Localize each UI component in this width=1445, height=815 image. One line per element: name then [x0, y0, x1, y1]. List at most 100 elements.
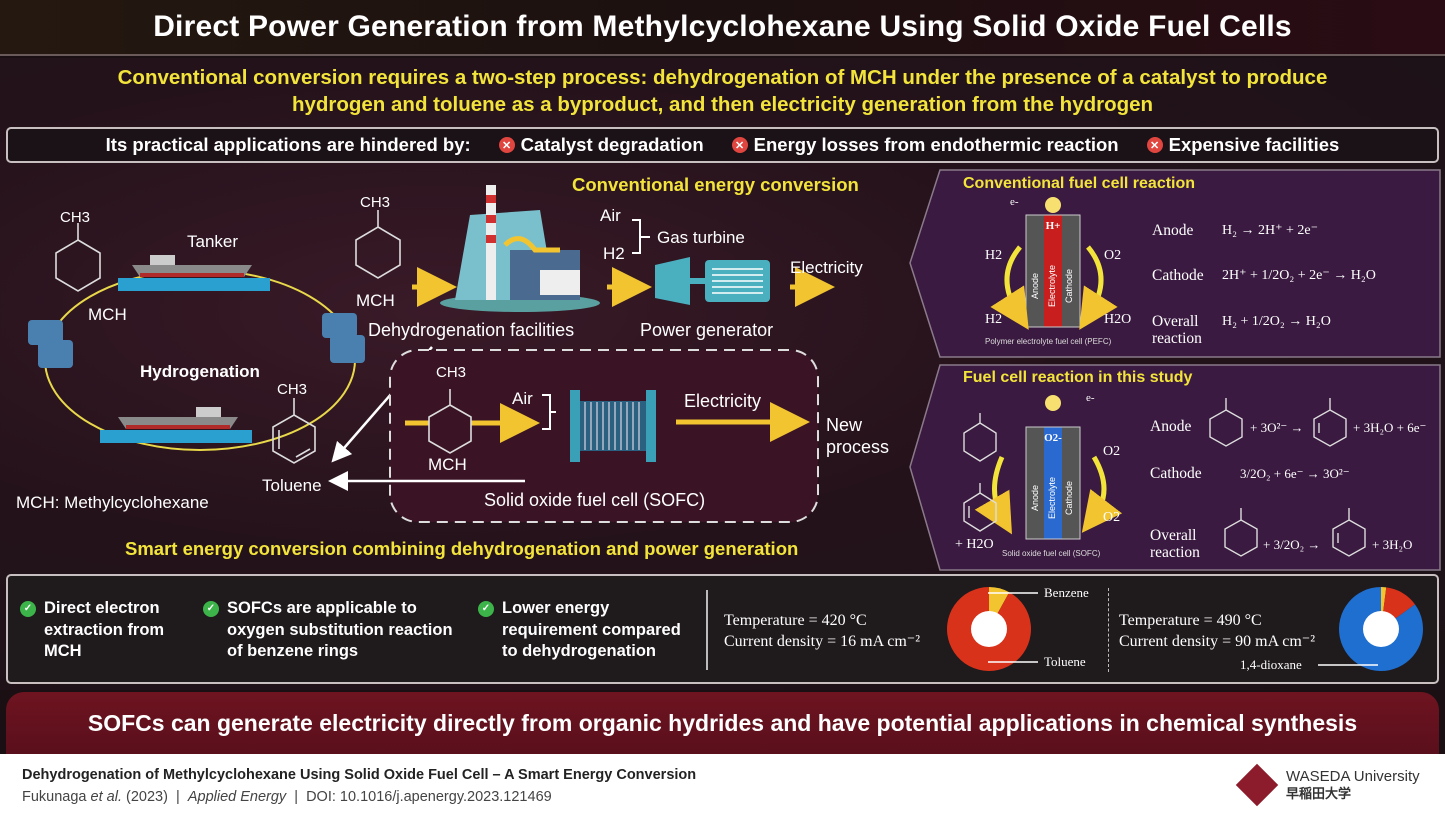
- paper-title: Dehydrogenation of Methylcyclohexane Usi…: [22, 767, 697, 783]
- smart-conversion-heading: Smart energy conversion combining dehydr…: [125, 538, 799, 559]
- current-density: Current density = 16 mA cm⁻²: [724, 633, 921, 650]
- o2-in-label: O2: [1103, 444, 1121, 459]
- intro-line-1: Conventional conversion requires a two-s…: [117, 66, 1328, 89]
- doi-link[interactable]: DOI: 10.1016/j.apenergy.2023.121469: [306, 789, 552, 805]
- hindrance-item: ✕Energy losses from endothermic reaction: [731, 134, 1119, 156]
- sofc-caption: Solid oxide fuel cell (SOFC): [1002, 549, 1101, 558]
- tanker-ship-icon: [118, 255, 270, 291]
- gas-turbine-label: Gas turbine: [657, 228, 745, 247]
- sofc-cell-icon: [974, 395, 1123, 540]
- intro-line-2: hydrogen and toluene as a byproduct, and…: [291, 93, 1154, 116]
- reaction-equation: + 3O²⁻ →: [1250, 420, 1304, 435]
- lightbulb-icon: [1045, 395, 1061, 411]
- reaction-equation: 2H⁺ + 1/2O₂ + 2e⁻ → H₂O: [1222, 268, 1376, 283]
- temperature: Temperature = 420 °C: [724, 612, 867, 629]
- benefit-line: Direct electron: [44, 599, 160, 617]
- reaction-label: Cathode: [1152, 267, 1204, 284]
- h2-label: H2: [603, 244, 625, 263]
- h2-out-label: H2: [985, 312, 1003, 327]
- h2o-out-label: H2O: [1104, 312, 1132, 327]
- separator: |: [175, 789, 180, 805]
- conclusion-banner: SOFCs can generate electricity directly …: [6, 692, 1439, 754]
- toluene-molecule-icon: [272, 398, 316, 464]
- tanker-label: Tanker: [187, 232, 239, 251]
- hindrance-text: Expensive facilities: [1168, 134, 1340, 155]
- reaction-equation: H₂ → 2H⁺ + 2e⁻: [1222, 223, 1318, 238]
- reaction-label: Anode: [1152, 222, 1194, 239]
- mch-label: MCH: [88, 305, 127, 324]
- hindrance-text: Catalyst degradation: [520, 134, 704, 155]
- pie-label-dioxane: 1,4-dioxane: [1240, 657, 1302, 672]
- ch3-label: CH3: [360, 194, 391, 211]
- reaction-equation: H₂ + 1/2O₂ → H₂O: [1222, 314, 1331, 329]
- generator-label: Power generator: [640, 320, 774, 340]
- layer-label: Anode: [1030, 272, 1040, 300]
- h2o-out-label: + H2O: [955, 537, 994, 552]
- ch3-label: CH3: [277, 381, 308, 398]
- o2-in-label: O2: [1104, 248, 1122, 263]
- check-icon: ✓: [20, 601, 36, 617]
- hydrogenation-label: Hydrogenation: [140, 362, 260, 381]
- separator: |: [294, 789, 299, 805]
- reaction-equation: + 3H₂O: [1372, 537, 1413, 552]
- layer-label: Electrolyte: [1047, 476, 1057, 520]
- authors: Fukunaga: [22, 789, 87, 805]
- pefc-caption: Polymer electrolyte fuel cell (PEFC): [985, 337, 1112, 346]
- electricity-label: Electricity: [684, 391, 762, 411]
- result-conditions: Temperature = 420 °C Current density = 16…: [724, 610, 920, 652]
- ion-label: H+: [1045, 220, 1061, 232]
- divider: [706, 590, 708, 670]
- sofc-label: Solid oxide fuel cell (SOFC): [484, 490, 706, 510]
- reaction-label: Overall reaction: [1152, 313, 1202, 347]
- reaction-equation: 3/2O₂ + 6e⁻ → 3O²⁻: [1240, 466, 1350, 481]
- hindrance-item: ✕Expensive facilities: [1146, 134, 1340, 156]
- hindrance-item: ✕ Catalyst degradation: [498, 134, 704, 156]
- bracket: [542, 394, 556, 430]
- pie-label-benzene: Benzene: [1044, 585, 1089, 600]
- mch-legend: MCH: Methylcyclohexane: [16, 493, 209, 512]
- benefit-line: requirement compared: [502, 620, 681, 639]
- page-title: Direct Power Generation from Methylcyclo…: [153, 10, 1292, 43]
- logo-text-jp: 早稲田大学: [1286, 786, 1352, 801]
- reaction-label: Cathode: [1150, 465, 1202, 482]
- benefit-line: to dehydrogenation: [502, 642, 656, 660]
- reaction-label: Overall reaction: [1150, 527, 1200, 561]
- electron-label: e-: [1086, 392, 1095, 404]
- layer-label: Anode: [1030, 484, 1040, 512]
- intro-text: Conventional conversion requires a two-s…: [0, 64, 1445, 118]
- reaction-equation: + 3/2O₂ →: [1263, 537, 1321, 552]
- title-bar: Direct Power Generation from Methylcyclo…: [0, 0, 1445, 56]
- product-pies: [946, 587, 1424, 671]
- pefc-cell-icon: [990, 197, 1118, 330]
- check-icon: ✓: [478, 601, 494, 617]
- hindrance-text: Energy losses from endothermic reaction: [753, 134, 1119, 155]
- reaction-equation: + 3H₂O + 6e⁻: [1353, 420, 1427, 435]
- et-al: et al.: [90, 789, 122, 805]
- sofc-heading: Fuel cell reaction in this study: [963, 369, 1193, 386]
- journal: Applied Energy: [187, 789, 287, 805]
- benefit-item: ✓ Lower energy requirement compared to dehy…: [478, 598, 681, 663]
- benefit-line: Lower energy: [502, 599, 610, 617]
- pie-label-toluene: Toluene: [1044, 654, 1086, 669]
- ion-label: O2-: [1044, 432, 1062, 444]
- x-icon: ✕: [498, 137, 515, 153]
- new-process-line: process: [826, 437, 890, 457]
- benefit-line: MCH: [44, 642, 82, 660]
- ch3-label: CH3: [60, 209, 91, 226]
- ch3-label: CH3: [436, 364, 467, 381]
- mch-label: MCH: [356, 291, 395, 310]
- air-label: Air: [600, 206, 621, 225]
- reaction-label: Anode: [1150, 418, 1192, 435]
- footer: Dehydrogenation of Methylcyclohexane Usi…: [0, 754, 1445, 815]
- lightbulb-icon: [1045, 197, 1061, 213]
- pefc-heading: Conventional fuel cell reaction: [963, 175, 1196, 192]
- electricity-label: Electricity: [790, 258, 863, 277]
- mch-molecule-icon: [355, 210, 401, 279]
- pie-hole: [1363, 611, 1399, 647]
- bracket: [632, 219, 650, 254]
- benefit-line: oxygen substitution reaction: [227, 620, 453, 639]
- storage-tank-icon: [28, 320, 73, 368]
